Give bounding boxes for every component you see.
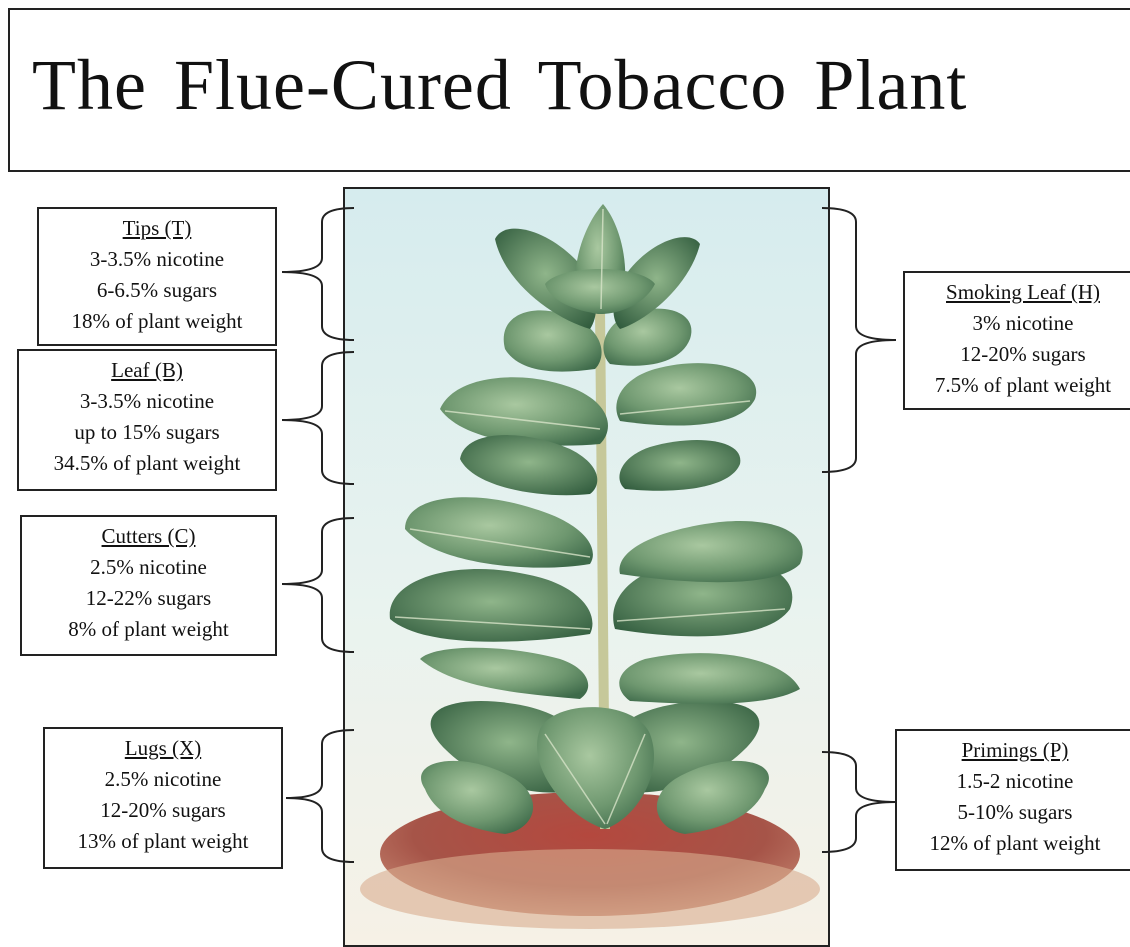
lugs-weight: 13% of plant weight xyxy=(45,826,281,857)
primings-name: Primings (P) xyxy=(897,735,1130,766)
cutters-nicotine: 2.5% nicotine xyxy=(22,552,275,583)
primings-weight: 12% of plant weight xyxy=(897,828,1130,859)
smoking-nicotine: 3% nicotine xyxy=(905,308,1130,339)
label-leaf: Leaf (B) 3-3.5% nicotine up to 15% sugar… xyxy=(17,349,277,491)
cutters-weight: 8% of plant weight xyxy=(22,614,275,645)
leaf-sugars: up to 15% sugars xyxy=(19,417,275,448)
label-cutters: Cutters (C) 2.5% nicotine 12-22% sugars … xyxy=(20,515,277,656)
tips-weight: 18% of plant weight xyxy=(39,306,275,337)
label-primings: Primings (P) 1.5-2 nicotine 5-10% sugars… xyxy=(895,729,1130,871)
smoking-weight: 7.5% of plant weight xyxy=(905,370,1130,401)
cutters-sugars: 12-22% sugars xyxy=(22,583,275,614)
label-lugs: Lugs (X) 2.5% nicotine 12-20% sugars 13%… xyxy=(43,727,283,869)
tips-nicotine: 3-3.5% nicotine xyxy=(39,244,275,275)
label-tips: Tips (T) 3-3.5% nicotine 6-6.5% sugars 1… xyxy=(37,207,277,346)
cutters-name: Cutters (C) xyxy=(22,521,275,552)
tips-sugars: 6-6.5% sugars xyxy=(39,275,275,306)
lugs-name: Lugs (X) xyxy=(45,733,281,764)
leaf-name: Leaf (B) xyxy=(19,355,275,386)
leaf-weight: 34.5% of plant weight xyxy=(19,448,275,479)
primings-sugars: 5-10% sugars xyxy=(897,797,1130,828)
primings-nicotine: 1.5-2 nicotine xyxy=(897,766,1130,797)
tips-name: Tips (T) xyxy=(39,213,275,244)
label-smoking-leaf: Smoking Leaf (H) 3% nicotine 12-20% suga… xyxy=(903,271,1130,410)
smoking-sugars: 12-20% sugars xyxy=(905,339,1130,370)
smoking-name: Smoking Leaf (H) xyxy=(905,277,1130,308)
lugs-sugars: 12-20% sugars xyxy=(45,795,281,826)
lugs-nicotine: 2.5% nicotine xyxy=(45,764,281,795)
leaf-nicotine: 3-3.5% nicotine xyxy=(19,386,275,417)
